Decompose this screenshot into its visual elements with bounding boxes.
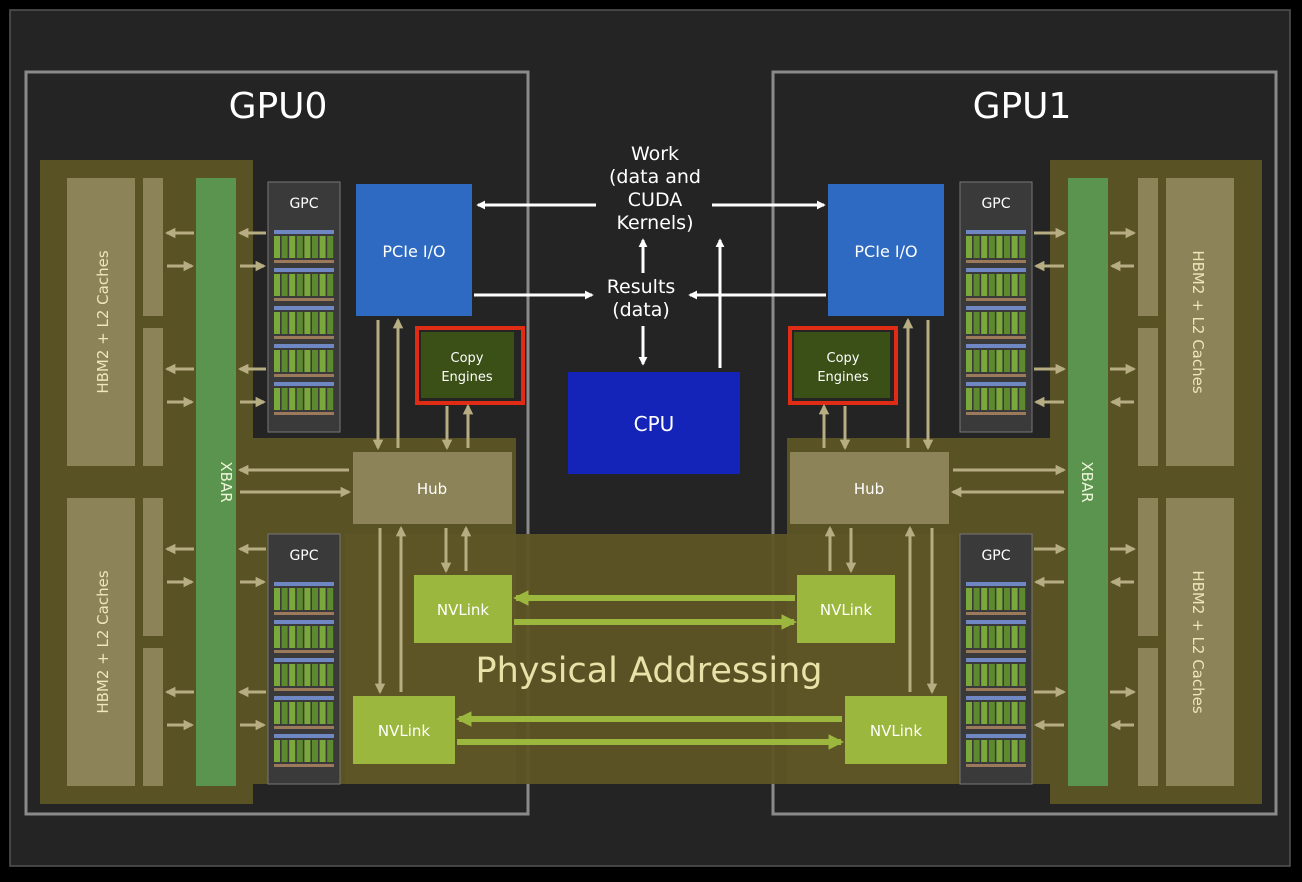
work-label: Work (data and CUDA Kernels): [609, 143, 701, 234]
gpu1-title: GPU1: [973, 86, 1072, 127]
gpu0-frame: [24, 70, 530, 816]
gpu1-hbm-top-label: HBM2 + L2 Caches: [1189, 250, 1207, 393]
gpu0-hbm-top: [67, 178, 135, 466]
internal-arrows: [237, 317, 1067, 695]
svg-text:(data): (data): [612, 299, 670, 321]
gpu0-pcie-io: [356, 184, 472, 316]
gpu0-nvlink-upper-label: NVLink: [437, 601, 490, 619]
gpu1-nvlink-upper: [797, 575, 895, 643]
svg-text:Kernels): Kernels): [616, 212, 693, 234]
gpu0-copy-line2: Engines: [441, 370, 493, 385]
gpu0-xbar: [196, 178, 236, 786]
gpu0-nvlink-lower: [353, 696, 455, 764]
gpu1-mem-channel: [1138, 328, 1158, 466]
gpu0-nvlink-upper: [414, 575, 512, 643]
gpu0-gpc-bottom: GPC: [267, 533, 341, 785]
gpu1-pcie-label: PCIe I/O: [854, 242, 917, 261]
gpu1-copy-line1: Copy: [827, 351, 860, 366]
gpu0-hbm-bottom-label: HBM2 + L2 Caches: [94, 570, 112, 713]
gpu0-olive-panel: [40, 160, 516, 804]
gpu0-mem-channel: [143, 178, 163, 316]
gpu1-mem-channel: [1138, 178, 1158, 316]
xbar-arrows: [164, 227, 1137, 731]
physical-addressing-label: Physical Addressing: [475, 651, 822, 691]
gpu0-mem-channel: [143, 498, 163, 636]
gpu1-hbm-top: [1166, 178, 1234, 466]
gpu1-mem-channel: [1138, 498, 1158, 636]
gpu1-nvlink-upper-label: NVLink: [820, 601, 873, 619]
cpu-arrows: [474, 200, 826, 368]
gpu1-hub-label: Hub: [854, 480, 884, 498]
gpu1-nvlink-lower: [845, 696, 947, 764]
gpu1-copy-engines: [794, 332, 890, 398]
gpu0-xbar-label: XBAR: [217, 461, 235, 502]
gpu0-pcie-label: PCIe I/O: [382, 242, 445, 261]
gpu1-hbm-bottom: [1166, 498, 1234, 786]
svg-text:CUDA: CUDA: [628, 189, 682, 211]
gpu1-hbm-bottom-label: HBM2 + L2 Caches: [1189, 570, 1207, 713]
gpu1-pcie-io: [828, 184, 944, 316]
svg-text:(data and: (data and: [609, 166, 701, 188]
gpu1-hub: [790, 452, 949, 524]
gpu1-gpc-bottom: GPC: [959, 533, 1033, 785]
svg-text:GPC: GPC: [981, 196, 1010, 212]
cpu-block: [568, 372, 740, 474]
gpu0-hub-label: Hub: [417, 480, 447, 498]
gpu1-xbar-label: XBAR: [1078, 461, 1096, 502]
results-label: Results (data): [607, 276, 676, 321]
svg-text:Results: Results: [607, 276, 676, 298]
gpu0-hub: [353, 452, 512, 524]
cpu-label: CPU: [634, 412, 675, 436]
gpu0-title: GPU0: [229, 86, 328, 127]
gpu1-olive-panel: [787, 160, 1262, 804]
gpu1-nvlink-lower-label: NVLink: [870, 722, 923, 740]
gpu0-nvlink-lower-label: NVLink: [378, 722, 431, 740]
svg-text:GPC: GPC: [981, 548, 1010, 564]
svg-text:GPC: GPC: [289, 548, 318, 564]
gpu0-copy-engines-highlight: [415, 326, 525, 405]
gpu1-copy-engines-highlight: [788, 326, 898, 405]
gpu0-copy-line1: Copy: [451, 351, 484, 366]
gpu0-hbm-top-label: HBM2 + L2 Caches: [94, 250, 112, 393]
gpu0-mem-channel: [143, 328, 163, 466]
gpu1-gpc-top: GPC: [959, 181, 1033, 433]
gpu1-mem-channel: [1138, 648, 1158, 786]
gpu0-gpc-top: GPC: [267, 181, 341, 433]
gpu1-frame: [771, 70, 1278, 816]
gpu1-copy-line2: Engines: [817, 370, 869, 385]
nvlink-arrows: [455, 590, 845, 750]
svg-text:Work: Work: [631, 143, 679, 165]
gpu0-mem-channel: [143, 648, 163, 786]
gpu0-copy-engines: [421, 332, 514, 398]
gpu1-xbar: [1068, 178, 1108, 786]
svg-text:GPC: GPC: [289, 196, 318, 212]
gpu0-hbm-bottom: [67, 498, 135, 786]
